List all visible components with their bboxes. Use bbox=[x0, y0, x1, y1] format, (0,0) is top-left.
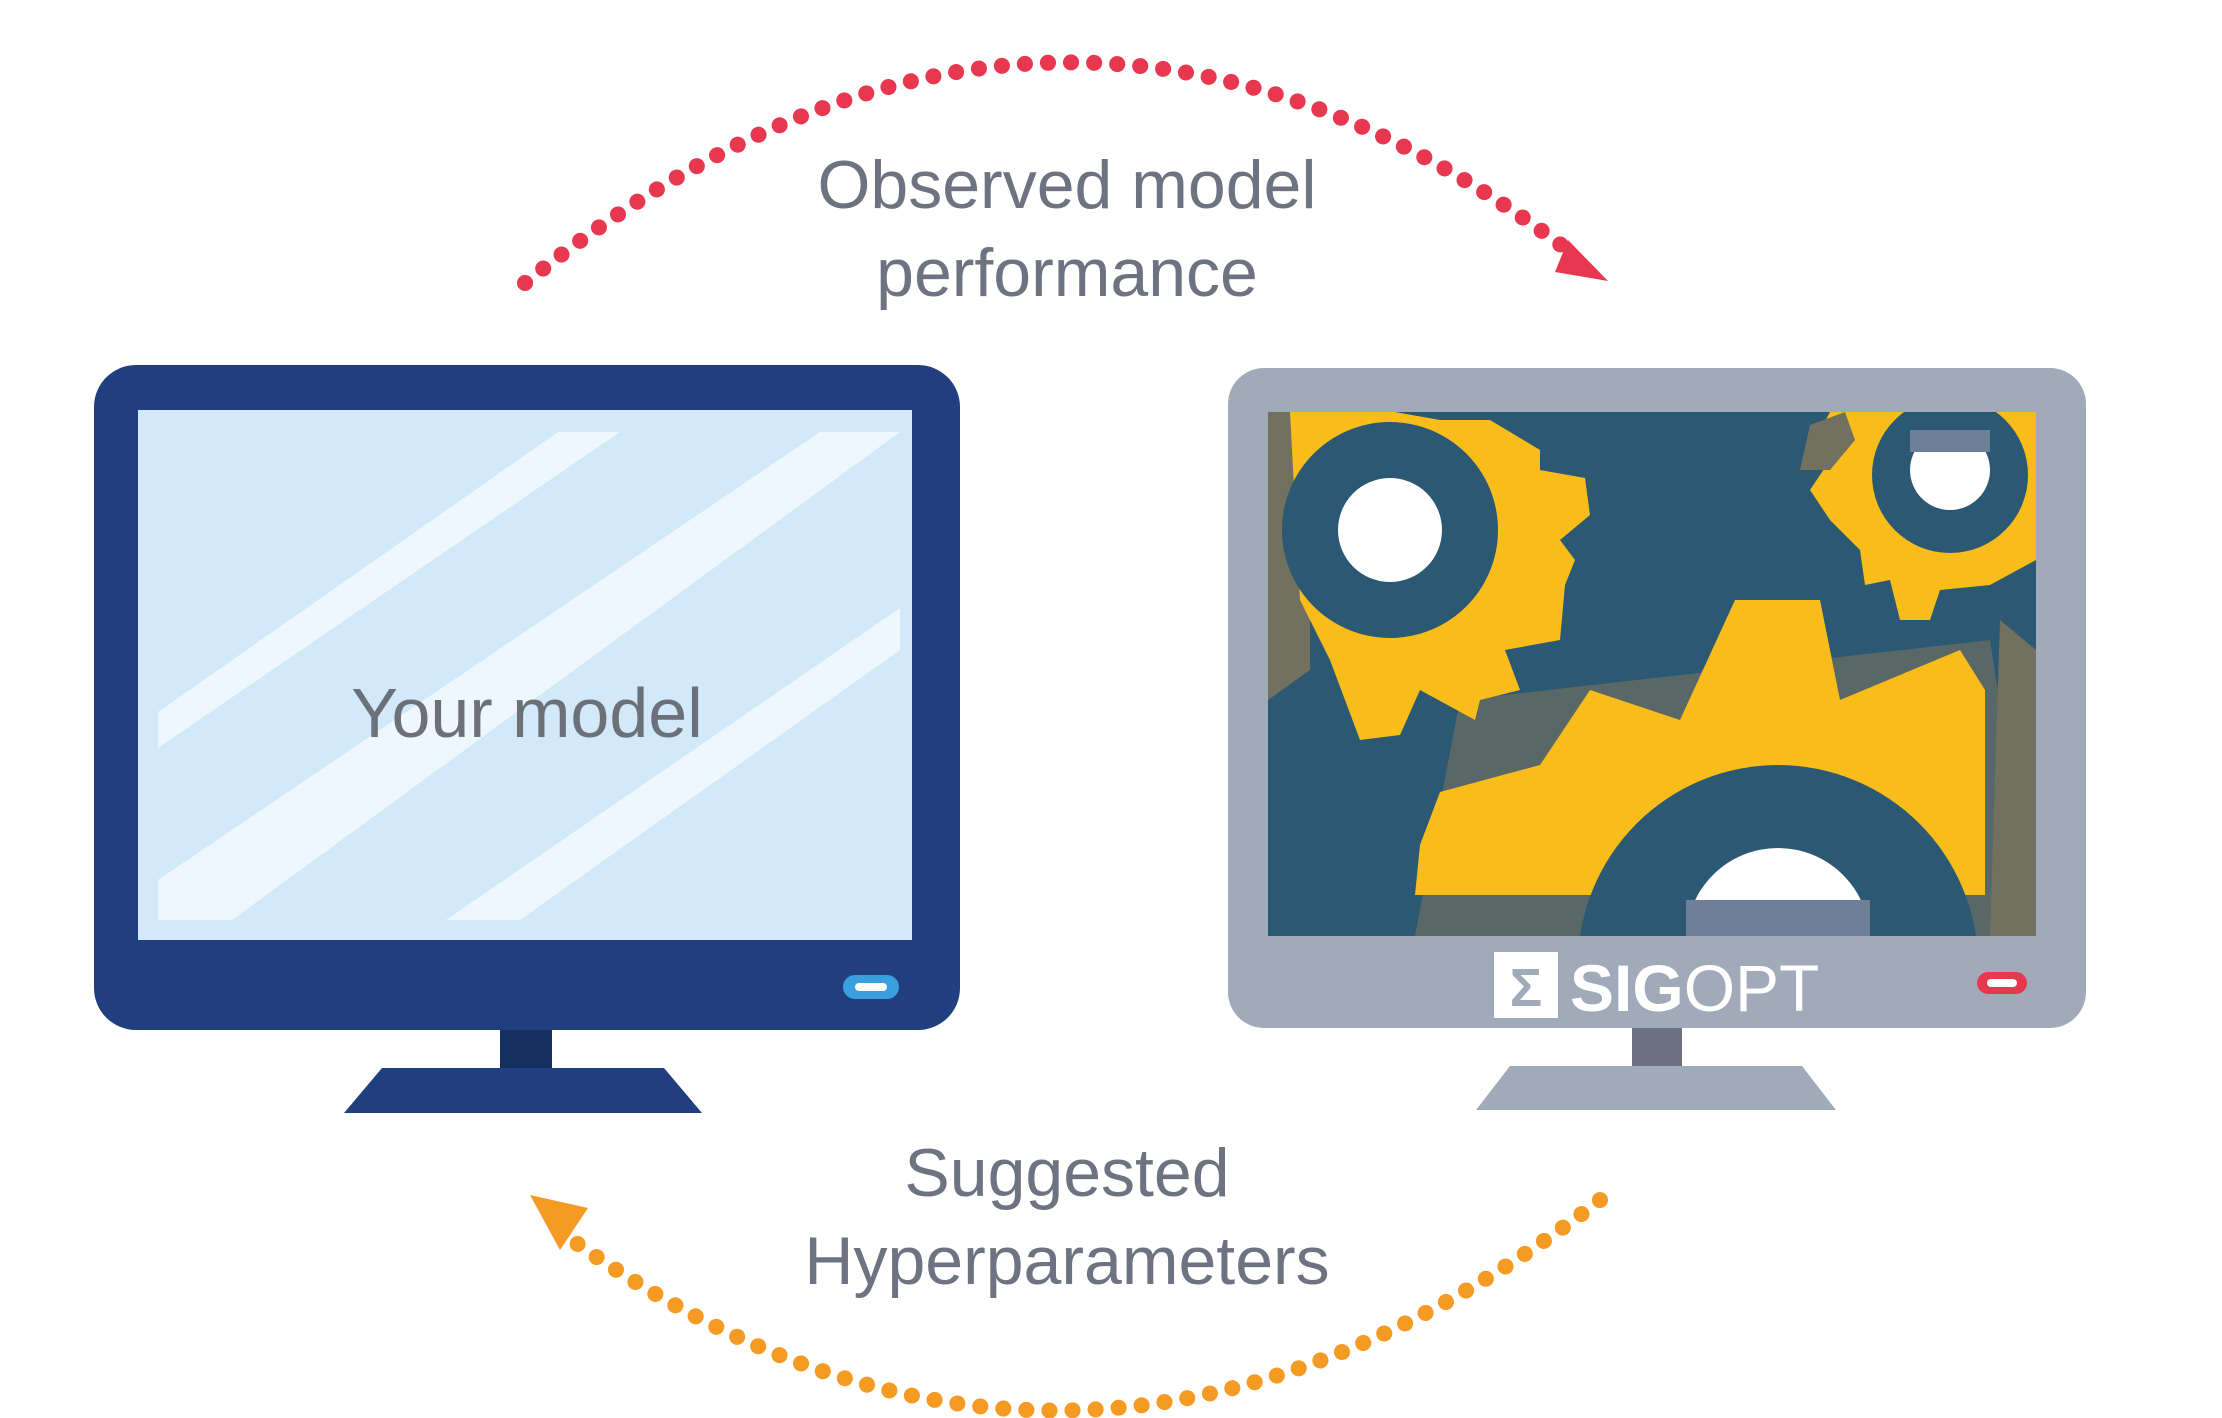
bottom-arrow bbox=[530, 1192, 1608, 1418]
bottom-arrow-label-line2: Hyperparameters bbox=[804, 1223, 1329, 1299]
right-power-button-light bbox=[1987, 979, 2017, 987]
top-arrow-label-line1: Observed model bbox=[818, 147, 1317, 223]
top-arrow-dotted-path bbox=[517, 54, 1573, 291]
top-right-gear bbox=[1800, 412, 2036, 620]
large-gear bbox=[1415, 600, 1985, 936]
bottom-arrow-label-line1: Suggested bbox=[904, 1135, 1229, 1211]
left-gear bbox=[1282, 412, 1590, 740]
top-right-gear-shadow bbox=[1800, 412, 1855, 470]
sigopt-wordmark-bold: SIG bbox=[1570, 951, 1684, 1025]
screen-glare bbox=[158, 432, 900, 920]
gears-illustration bbox=[1268, 412, 2036, 936]
left-power-button-light bbox=[855, 983, 887, 991]
top-arrow-label-line2: performance bbox=[876, 235, 1258, 311]
left-monitor: Your model bbox=[94, 365, 960, 1113]
right-monitor: Σ SIGOPT bbox=[1228, 368, 2086, 1110]
sigopt-wordmark: SIGOPT bbox=[1570, 951, 1819, 1025]
right-monitor-stand bbox=[1476, 1066, 1836, 1110]
left-monitor-stand bbox=[344, 1068, 702, 1113]
bottom-arrow-head bbox=[530, 1195, 588, 1250]
top-arrow-head bbox=[1555, 240, 1608, 281]
left-gear-hole bbox=[1338, 478, 1442, 582]
sigopt-logo: Σ SIGOPT bbox=[1494, 951, 1819, 1025]
sigopt-logo-mark bbox=[1494, 952, 1558, 1018]
large-gear-hole-shadow bbox=[1686, 900, 1870, 936]
sigopt-wordmark-light: OPT bbox=[1684, 951, 1820, 1025]
bottom-arrow-dotted-path bbox=[564, 1192, 1608, 1418]
sigopt-sigma-icon: Σ bbox=[1510, 958, 1542, 1018]
top-right-gear-hole-shadow bbox=[1910, 430, 1990, 452]
top-arrow bbox=[517, 54, 1608, 291]
left-monitor-label: Your model bbox=[351, 674, 703, 752]
